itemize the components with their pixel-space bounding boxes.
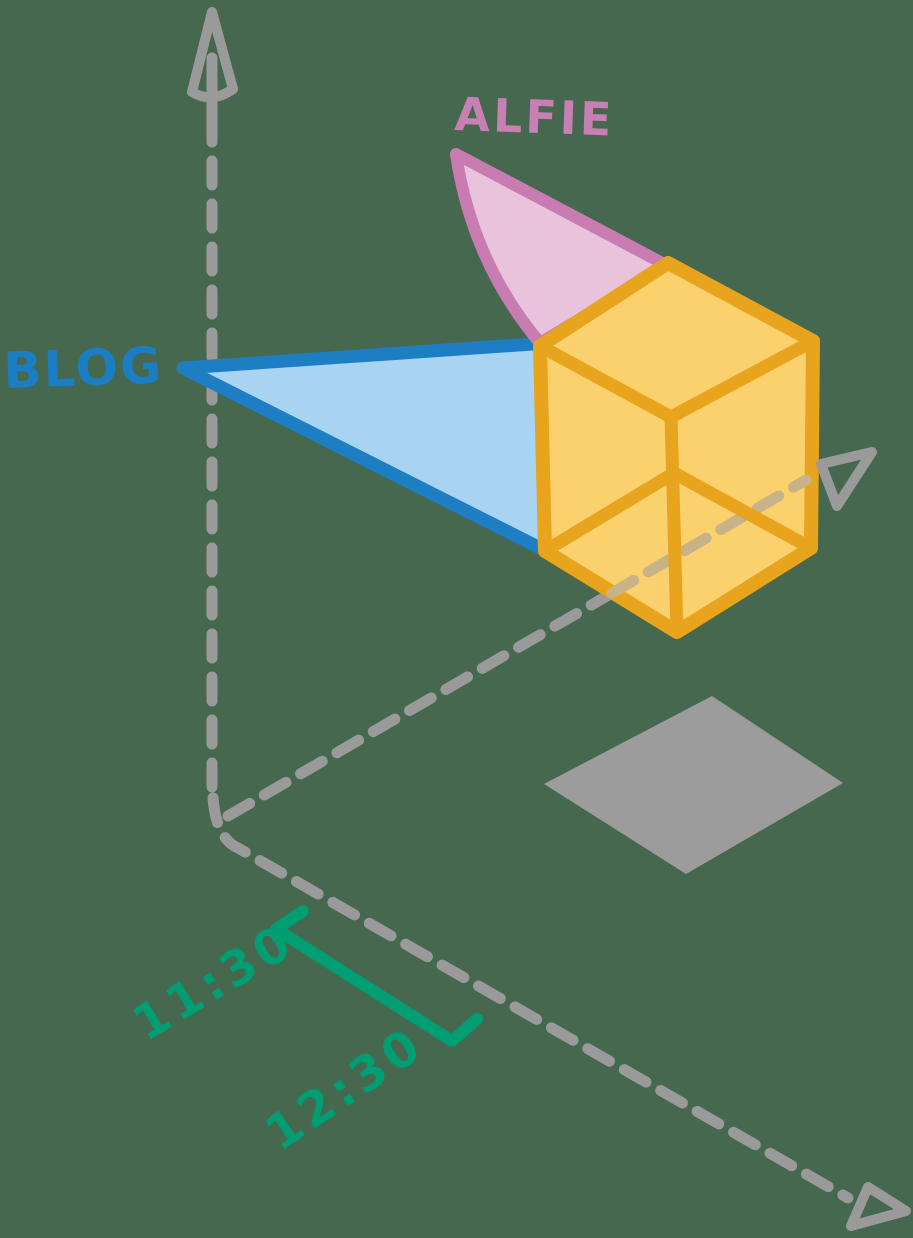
blog-label: BLOG (2, 336, 164, 400)
y-axis-arrowhead-icon (187, 7, 238, 103)
cube-edge-top-left (533, 339, 678, 424)
alfie-label: ALFIE (454, 87, 616, 147)
depth-axis-arrowhead-icon (816, 447, 877, 511)
time-axis-dashed-line (207, 792, 854, 1204)
cube-edge-bottom-right (667, 466, 818, 555)
event-cube-edges (533, 334, 820, 639)
depth-axis-through-cube-dashes (606, 474, 812, 599)
time-axis-arrowhead-icon (846, 1182, 911, 1231)
time-interval-bracket (270, 905, 483, 1047)
depth-axis-dashed-line (222, 587, 618, 822)
cube-edge-bottom-left (538, 466, 681, 558)
shadow-parallelogram (544, 696, 843, 874)
cube-edge-top-right (664, 334, 820, 424)
cube-edge-front-vertical (664, 410, 684, 639)
